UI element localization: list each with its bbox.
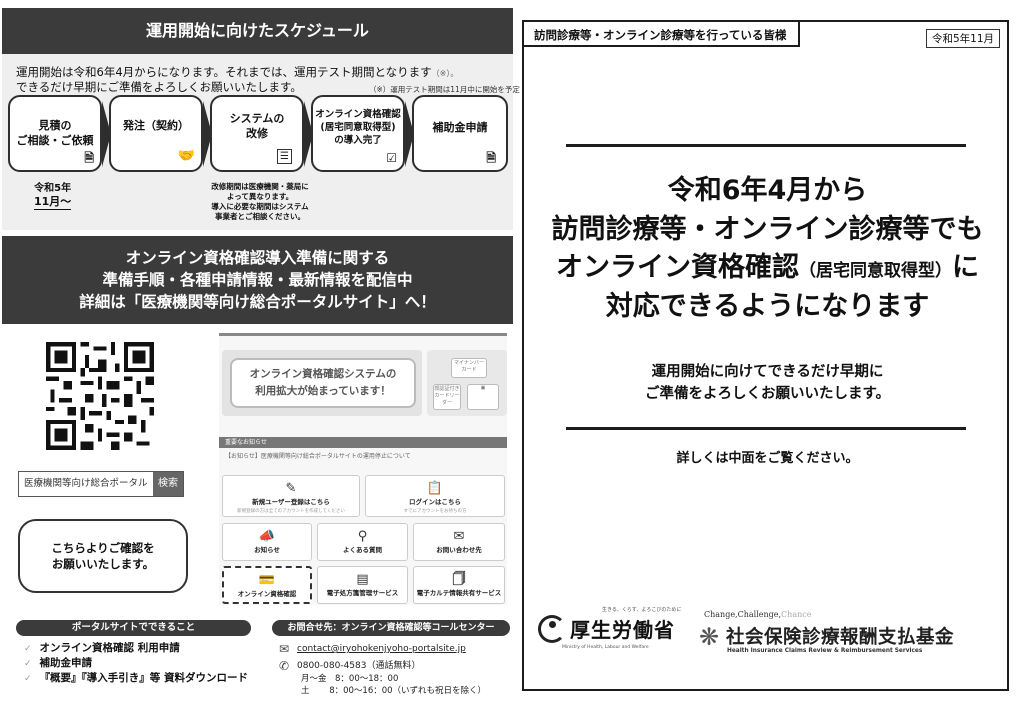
portal-banner: オンライン資格確認システムの 利用拡大が始まっています！ [222,350,422,416]
reader-illustration-2: ▣ [467,384,499,410]
can-do-title: ポータルサイトでできること [16,620,251,636]
qr-code[interactable] [44,342,156,450]
contact-hours-weekday: 月〜金 8：00〜18：00 [301,674,399,685]
portal-tile-contact[interactable]: ✉お問い合わせ先 [413,523,505,561]
document-icon: 🗎 [486,150,496,165]
portal-banner-side: マイナンバーカード 顔認証付きカードリーダー ▣ [427,350,507,416]
list-item: 『概要』『導入手引き』等 資料ダウンロード [24,671,248,686]
schedule-title: 運用開始に向けたスケジュール [2,8,513,54]
modification-note: 改修期間は医療機関・薬局に よって異なります。 導入に必要な期間はシステム 事業… [211,182,309,222]
portal-news-header: 重要なお知らせ [219,437,507,448]
system-icon: ☰ [277,148,292,164]
edit-icon: ✎ [285,481,297,496]
reader-illustration: 顔認証付きカードリーダー [433,384,461,410]
contact-hours-saturday: 土 8：00〜16：00（いずれも祝日を除く） [301,685,487,696]
intro-line-1: 運用開始は令和6年4月からになります。それまでは、運用テスト期間となります（※）… [16,65,459,79]
start-date-label: 令和5年 11月〜 [34,182,72,211]
headline: 令和6年4月から 訪問診療等・オンライン診療等でも オンライン資格確認（居宅同意… [551,175,984,322]
step-arrow [304,101,313,167]
can-do-list: オンライン資格確認 利用申請 補助金申請 『概要』『導入手引き』等 資料ダウンロ… [24,641,248,687]
handshake-icon: 🤝 [177,148,195,165]
search-button[interactable]: 検索 [153,472,183,496]
portal-search-input[interactable] [19,472,153,496]
audience-label: 訪問診療等・オンライン診療等を行っている皆様 [524,22,801,47]
cover-panel: 訪問診療等・オンライン診療等を行っている皆様 令和5年11月 令和6年4月から … [522,20,1009,691]
portal-tile-faq[interactable]: ⚲よくある質問 [317,523,408,561]
speech-bubble: こちらよりご確認を お願いいたします。 [18,519,188,593]
date-badge: 令和5年11月 [925,29,1000,48]
list-item: オンライン資格確認 利用申請 [24,641,248,656]
sub-message: 運用開始に向けてできるだけ早期に ご準備をよろしくお願いいたします。 [644,364,891,402]
test-period-note: （※）運用テスト期間は11月中に開始を予定 [369,85,520,94]
step-estimate: 見積の ご相談・ご依頼 🗎 [8,95,102,172]
step-online-complete: オンライン資格確認 (居宅同意取得型) の導入完了 ☑ [311,95,405,172]
kikin-emblem-icon: ❋ [698,623,720,651]
mhlw-tagline: 生きる、くらす、よろこびのために [602,607,682,613]
portal-news-item[interactable]: 【お知らせ】医療機関等向け総合ポータルサイトの運用停止について [225,453,411,460]
step-arrow [405,101,414,167]
megaphone-icon: 📣 [258,529,276,544]
portal-tile-ehr[interactable]: 🗍電子カルテ情報共有サービス [413,566,505,604]
contact-phone: 0800-080-4583（通話無料） [297,660,421,671]
portal-tile-online-qualification[interactable]: 💳オンライン資格確認 [222,566,312,604]
divider [566,427,966,430]
portal-site-screenshot: オンライン資格確認システムの 利用拡大が始まっています！ マイナンバーカード 顔… [219,333,507,605]
mhlw-logo: 厚生労働省 [538,614,675,643]
mail-icon: ✉ [453,529,465,544]
intro-line-2: できるだけ早期にご準備をよろしくお願いいたします。 [16,80,302,94]
phone-icon: ✆ [279,658,290,673]
kikin-english-name: Health Insurance Claims Review & Reimbur… [727,648,923,654]
portal-banner-text: オンライン資格確認システムの 利用拡大が始まっています！ [230,358,416,408]
contact-info: ✉ contact@iryohokenjyoho-portalsite.jp ✆ 0… [279,641,486,698]
left-panel: 運用開始に向けたスケジュール 運用開始は令和6年4月からになります。それまでは、… [2,0,520,711]
prescription-icon: ▤ [356,572,369,587]
divider [566,144,966,147]
kikin-name: 社会保険診療報酬支払基金 [726,627,955,648]
contact-title: お問合せ先：オンライン資格確認等コールセンター [272,620,510,636]
portal-tile-login[interactable]: 📋ログインはこちらすでにアカウントをお持ちの方 [365,475,505,517]
kikin-slogan: Change,Challenge,Chance [704,610,812,619]
search-icon: ⚲ [357,529,368,544]
login-icon: 📋 [426,481,444,496]
mhlw-mark-icon [538,614,566,643]
step-system-modify: システムの 改修 ☰ [210,95,304,172]
step-arrow [203,101,212,167]
document-icon: 🗎 [84,150,94,165]
see-inside-note: 詳しくは中面をご覧ください。 [676,451,859,466]
step-subsidy: 補助金申請 🗎 [412,95,508,172]
portal-tile-new-user[interactable]: ✎新規ユーザー登録はこちら新規登録の方は全てのアカウントを作成してください [222,475,360,517]
portal-tile-notice[interactable]: 📣お知らせ [222,523,312,561]
contact-email-link[interactable]: contact@iryohokenjyoho-portalsite.jp [297,644,466,655]
mhlw-english-name: Ministry of Health, Labour and Welfare [562,645,649,650]
files-icon: 🗍 [452,572,466,587]
portal-search-box: 検索 [18,471,184,497]
step-order: 発注（契約） 🤝 [109,95,203,172]
step-arrow [102,101,111,167]
card-icon: 💳 [258,573,276,588]
portal-tile-prescription[interactable]: ▤電子処方箋管理サービス [317,566,408,604]
mail-icon: ✉ [279,642,290,656]
list-item: 補助金申請 [24,656,248,671]
portal-info-banner: オンライン資格確認導入準備に関する 準備手順・各種申請情報・最新情報を配信中 詳… [2,236,513,324]
checkbox-icon: ☑ [386,150,397,165]
card-illustration: マイナンバーカード [451,358,487,378]
